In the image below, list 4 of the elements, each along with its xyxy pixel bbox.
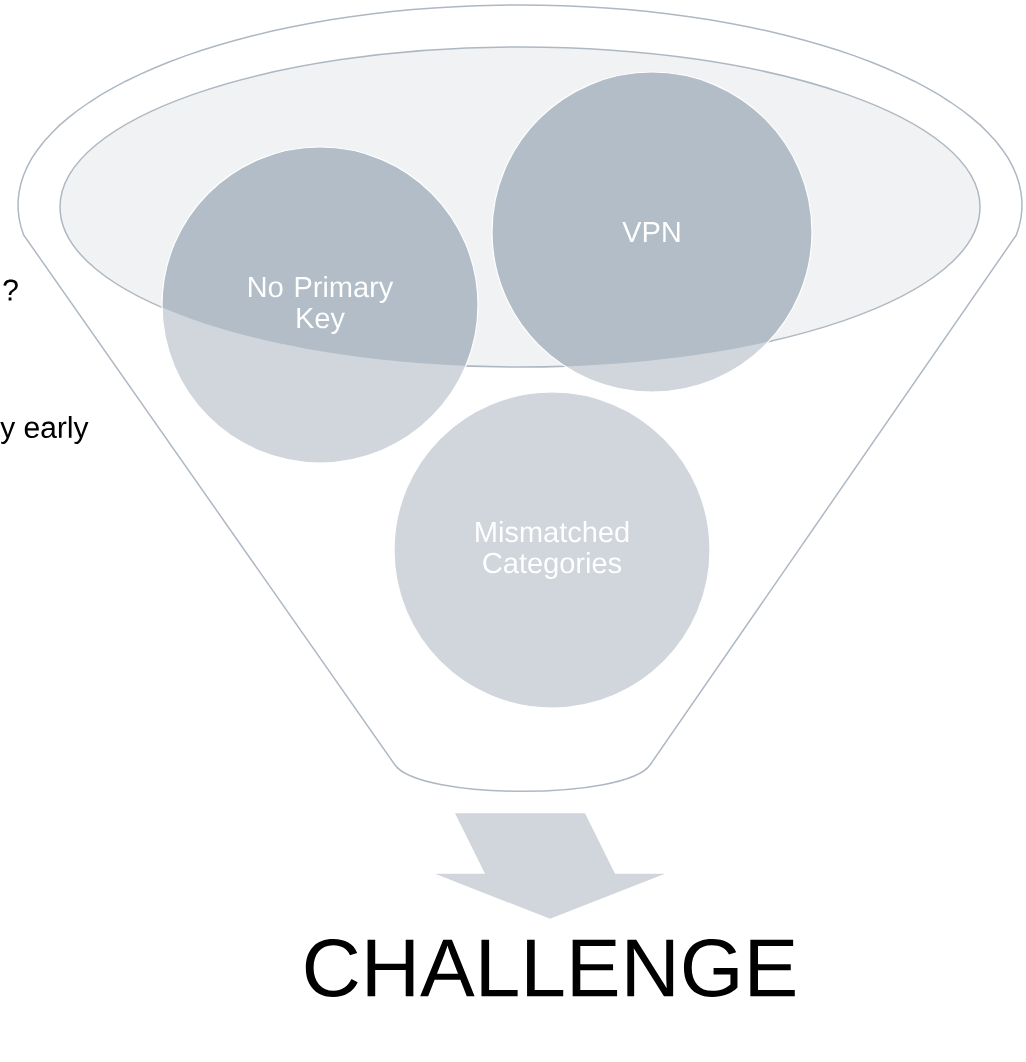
heading: CHALLENGE bbox=[305, 939, 795, 998]
text: ? bbox=[3, 279, 18, 301]
text: y early bbox=[0, 416, 89, 444]
block-arrow bbox=[435, 813, 665, 919]
